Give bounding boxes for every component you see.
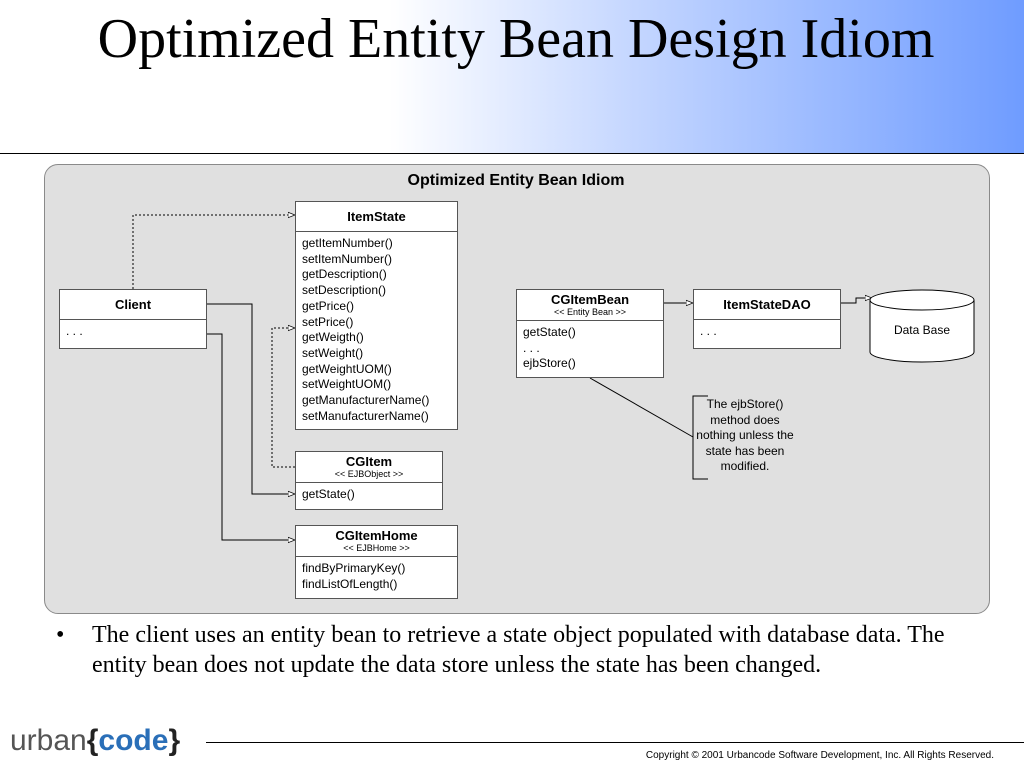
- member: . . .: [66, 324, 83, 338]
- class-members: getState(): [296, 483, 442, 507]
- member: setDescription(): [302, 283, 387, 298]
- urbancode-logo: urban{code}: [10, 724, 181, 757]
- member: getItemNumber(): [302, 236, 393, 250]
- class-members: . . .: [694, 320, 840, 344]
- member: setWeightUOM(): [302, 377, 392, 392]
- class-members: getItemNumber() setItemNumber() getDescr…: [296, 232, 457, 428]
- member: findByPrimaryKey(): [302, 561, 406, 575]
- member: getWeigth(): [302, 330, 364, 345]
- member: getState(): [302, 487, 355, 501]
- bullet-item: The client uses an entity bean to retrie…: [92, 622, 945, 678]
- class-name: CGItem: [345, 454, 393, 469]
- class-cgitemhome: CGItemHome << EJBHome >> findByPrimaryKe…: [295, 525, 458, 599]
- title-divider: [0, 153, 1024, 154]
- class-header: CGItemHome << EJBHome >>: [296, 526, 457, 557]
- member: setWeight(): [302, 345, 364, 360]
- class-itemstatedao: ItemStateDAO . . .: [693, 289, 841, 349]
- member: . . .: [700, 324, 717, 338]
- member: setItemNumber(): [302, 251, 393, 266]
- class-cgitem: CGItem << EJBObject >> getState(): [295, 451, 443, 510]
- member: getWeightUOM(): [302, 361, 392, 376]
- member: ejbStore(): [523, 356, 576, 371]
- member: getManufacturerName(): [302, 393, 430, 408]
- class-name: ItemStateDAO: [723, 297, 811, 312]
- class-header: ItemState: [296, 202, 457, 232]
- member: getState(): [523, 325, 576, 339]
- footer-divider: [206, 742, 1024, 743]
- class-itemstate: ItemState getItemNumber() setItemNumber(…: [295, 201, 458, 430]
- bullet-list: • The client uses an entity bean to retr…: [56, 620, 986, 680]
- bullet-marker: •: [56, 622, 65, 648]
- class-stereotype: << Entity Bean >>: [553, 307, 627, 317]
- member: setManufacturerName(): [302, 408, 429, 423]
- member: getPrice(): [302, 298, 355, 313]
- class-name: ItemState: [347, 209, 406, 224]
- class-name: CGItemHome: [335, 528, 418, 543]
- cgitem-to-itemstate-link: [271, 328, 295, 468]
- class-header: CGItemBean << Entity Bean >>: [517, 290, 663, 321]
- member: findListOfLength(): [302, 576, 398, 591]
- note-bracket: [692, 395, 708, 480]
- member: setPrice(): [302, 314, 354, 329]
- copyright-notice: Copyright © 2001 Urbancode Software Deve…: [645, 750, 994, 761]
- diagram-panel: [44, 164, 990, 614]
- client-to-cgitem-link: [207, 303, 295, 494]
- slide-title: Optimized Entity Bean Design Idiom: [97, 8, 935, 70]
- client-to-cgitemhome-link: [207, 333, 295, 540]
- class-header: CGItem << EJBObject >>: [296, 452, 442, 483]
- note-anchor-line: [589, 377, 694, 438]
- member: . . .: [523, 340, 540, 355]
- class-members: . . .: [60, 320, 206, 344]
- class-stereotype: << EJBObject >>: [334, 469, 404, 479]
- member: getDescription(): [302, 267, 387, 282]
- ejbstore-note: The ejbStore() method does nothing unles…: [696, 397, 794, 474]
- dao-to-database-link: [841, 298, 872, 304]
- class-name: Client: [114, 297, 152, 312]
- class-header: ItemStateDAO: [694, 290, 840, 320]
- database-cylinder: [869, 289, 975, 363]
- class-name: CGItemBean: [550, 292, 630, 307]
- diagram-title: Optimized Entity Bean Idiom: [407, 172, 625, 189]
- class-header: Client: [60, 290, 206, 320]
- class-cgitembean: CGItemBean << Entity Bean >> getState() …: [516, 289, 664, 378]
- database-label: Data Base: [893, 323, 951, 337]
- class-members: getState() . . . ejbStore(): [517, 321, 663, 376]
- class-members: findByPrimaryKey() findListOfLength(): [296, 557, 457, 596]
- title-background: [0, 0, 1024, 154]
- class-stereotype: << EJBHome >>: [343, 543, 410, 553]
- class-client: Client . . .: [59, 289, 207, 349]
- client-to-itemstate-link: [132, 215, 295, 289]
